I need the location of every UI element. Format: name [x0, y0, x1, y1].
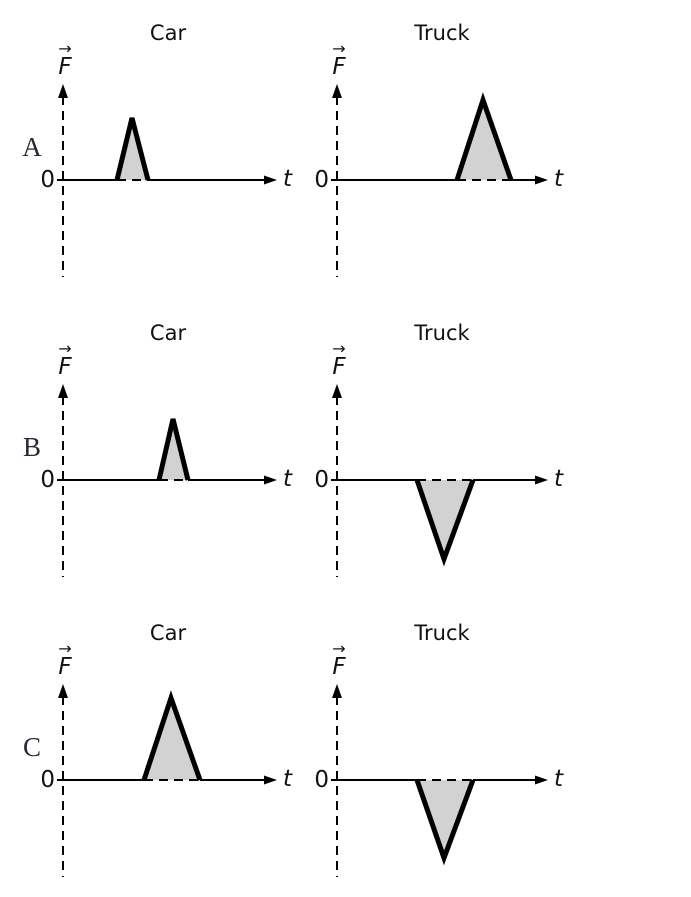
row-label-b: B — [22, 432, 41, 462]
origin-label: 0 — [314, 767, 329, 793]
panel-title: Car — [149, 21, 187, 45]
time-axis-label: t — [554, 766, 564, 792]
pulse-outline — [414, 479, 476, 567]
force-axis-label: → F — [52, 39, 78, 80]
vector-arrow-icon: → — [58, 39, 72, 58]
panel-b-car: Car → F 0 t — [0, 300, 300, 600]
vector-arrow-icon: → — [58, 339, 72, 358]
time-axis-arrowhead — [535, 475, 548, 485]
force-axis-arrowhead — [58, 684, 68, 698]
time-axis-label: t — [283, 466, 293, 492]
force-symbol: F — [58, 654, 72, 680]
force-symbol: F — [332, 654, 346, 680]
time-axis-arrowhead — [264, 475, 277, 485]
panel-a-truck: Truck → F 0 t — [300, 0, 691, 300]
row-label-a: A — [22, 132, 42, 162]
pulse-outline — [414, 779, 476, 866]
pulse-fill — [457, 100, 511, 180]
origin-label: 0 — [40, 467, 55, 493]
time-axis-arrowhead — [264, 775, 277, 785]
panel-title: Truck — [414, 321, 470, 345]
pulse-fill — [144, 698, 200, 780]
vector-arrow-icon: → — [58, 639, 72, 658]
force-axis-label: → F — [52, 339, 78, 380]
time-axis-label: t — [283, 766, 293, 792]
vector-arrow-icon: → — [332, 339, 346, 358]
vector-arrow-icon: → — [332, 639, 346, 658]
pulse-outline — [141, 690, 203, 781]
pulse-fill — [417, 780, 473, 858]
force-symbol: F — [332, 354, 346, 380]
time-axis-label: t — [283, 166, 293, 192]
vector-arrow-icon: → — [332, 39, 346, 58]
force-time-plot — [57, 684, 277, 877]
row-label-c: C — [22, 732, 41, 762]
pulse-fill — [117, 118, 148, 180]
force-time-plot — [57, 384, 277, 577]
time-axis-label: t — [554, 166, 564, 192]
force-axis-arrowhead — [58, 84, 68, 98]
force-axis-arrowhead — [332, 84, 342, 98]
pulse-fill — [159, 419, 188, 480]
force-time-plot — [331, 384, 548, 577]
panel-title: Truck — [414, 621, 470, 645]
force-symbol: F — [58, 354, 72, 380]
origin-label: 0 — [314, 167, 329, 193]
force-time-plot — [331, 684, 548, 877]
origin-label: 0 — [40, 167, 55, 193]
panel-c-car: Car → F 0 t — [0, 600, 300, 897]
force-axis-label: → F — [326, 339, 352, 380]
force-time-plot — [57, 84, 277, 277]
panel-title: Truck — [414, 21, 470, 45]
panel-b-truck: Truck → F 0 t — [300, 300, 691, 600]
pulse-outline — [156, 418, 191, 481]
force-axis-arrowhead — [58, 384, 68, 398]
panel-title: Car — [149, 321, 187, 345]
force-time-plot — [331, 84, 548, 277]
force-symbol: F — [58, 54, 72, 80]
panel-title: Car — [149, 621, 187, 645]
force-axis-label: → F — [326, 39, 352, 80]
time-axis-label: t — [554, 466, 564, 492]
force-symbol: F — [332, 54, 346, 80]
pulse-fill — [417, 480, 473, 559]
time-axis-arrowhead — [535, 175, 548, 185]
pulse-outline — [114, 117, 151, 181]
pulse-outline — [454, 92, 514, 181]
force-axis-arrowhead — [332, 684, 342, 698]
origin-label: 0 — [314, 467, 329, 493]
force-axis-label: → F — [52, 639, 78, 680]
time-axis-arrowhead — [535, 775, 548, 785]
origin-label: 0 — [40, 767, 55, 793]
force-axis-label: → F — [326, 639, 352, 680]
time-axis-arrowhead — [264, 175, 277, 185]
force-axis-arrowhead — [332, 384, 342, 398]
panel-c-truck: Truck → F 0 t — [300, 600, 691, 897]
panel-a-car: Car → F 0 t — [0, 0, 300, 300]
